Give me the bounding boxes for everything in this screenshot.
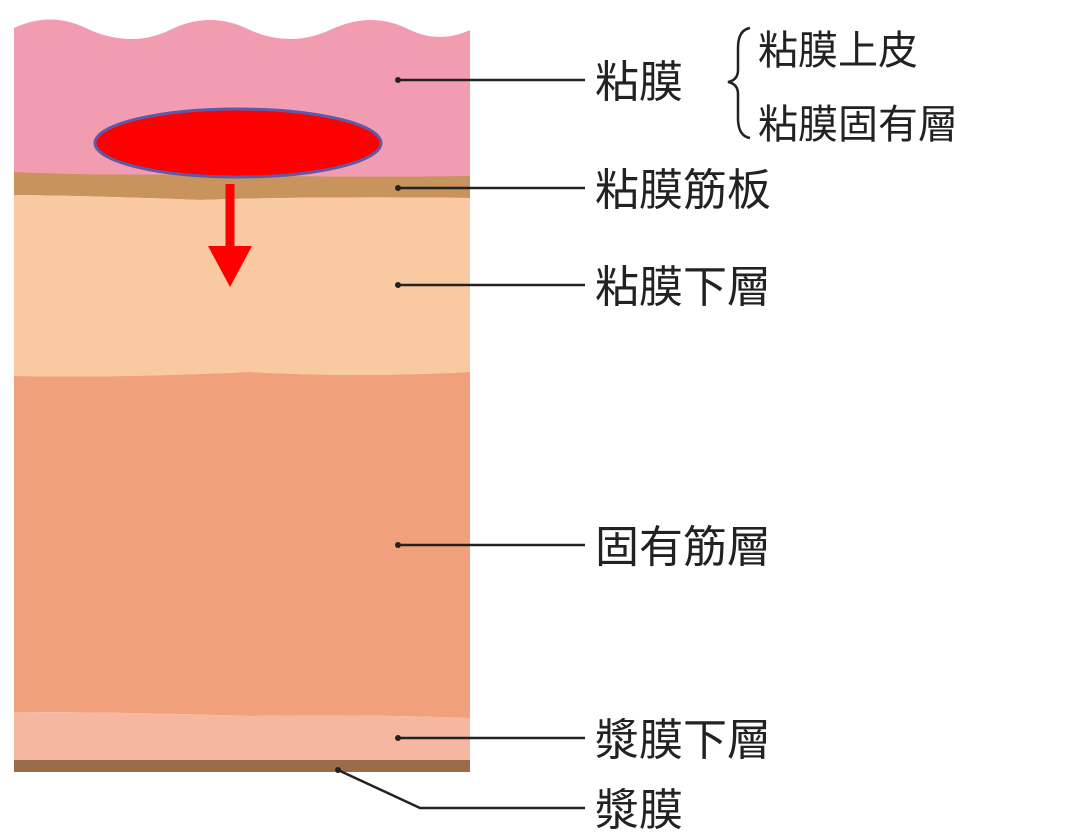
label-submucosa: 粘膜下層 — [595, 262, 771, 313]
label-muscularis-propria: 固有筋層 — [595, 522, 771, 573]
leader-line-serosa — [338, 770, 585, 808]
label-lamina-propria: 粘膜固有層 — [758, 102, 958, 148]
label-subserosa: 漿膜下層 — [595, 715, 771, 766]
label-serosa: 漿膜 — [595, 785, 683, 836]
label-mucosa-epithelium: 粘膜上皮 — [758, 28, 918, 74]
layer-serosa — [14, 760, 470, 772]
layer-labels: 粘膜 粘膜上皮 粘膜固有層 粘膜筋板 粘膜下層 固有筋層 漿膜下層 漿膜 — [595, 28, 958, 836]
label-muscularis-mucosae: 粘膜筋板 — [595, 165, 771, 216]
mucosa-sublayer-brace — [728, 28, 750, 138]
label-mucosa: 粘膜 — [595, 57, 683, 108]
tumor-lesion — [95, 109, 381, 177]
